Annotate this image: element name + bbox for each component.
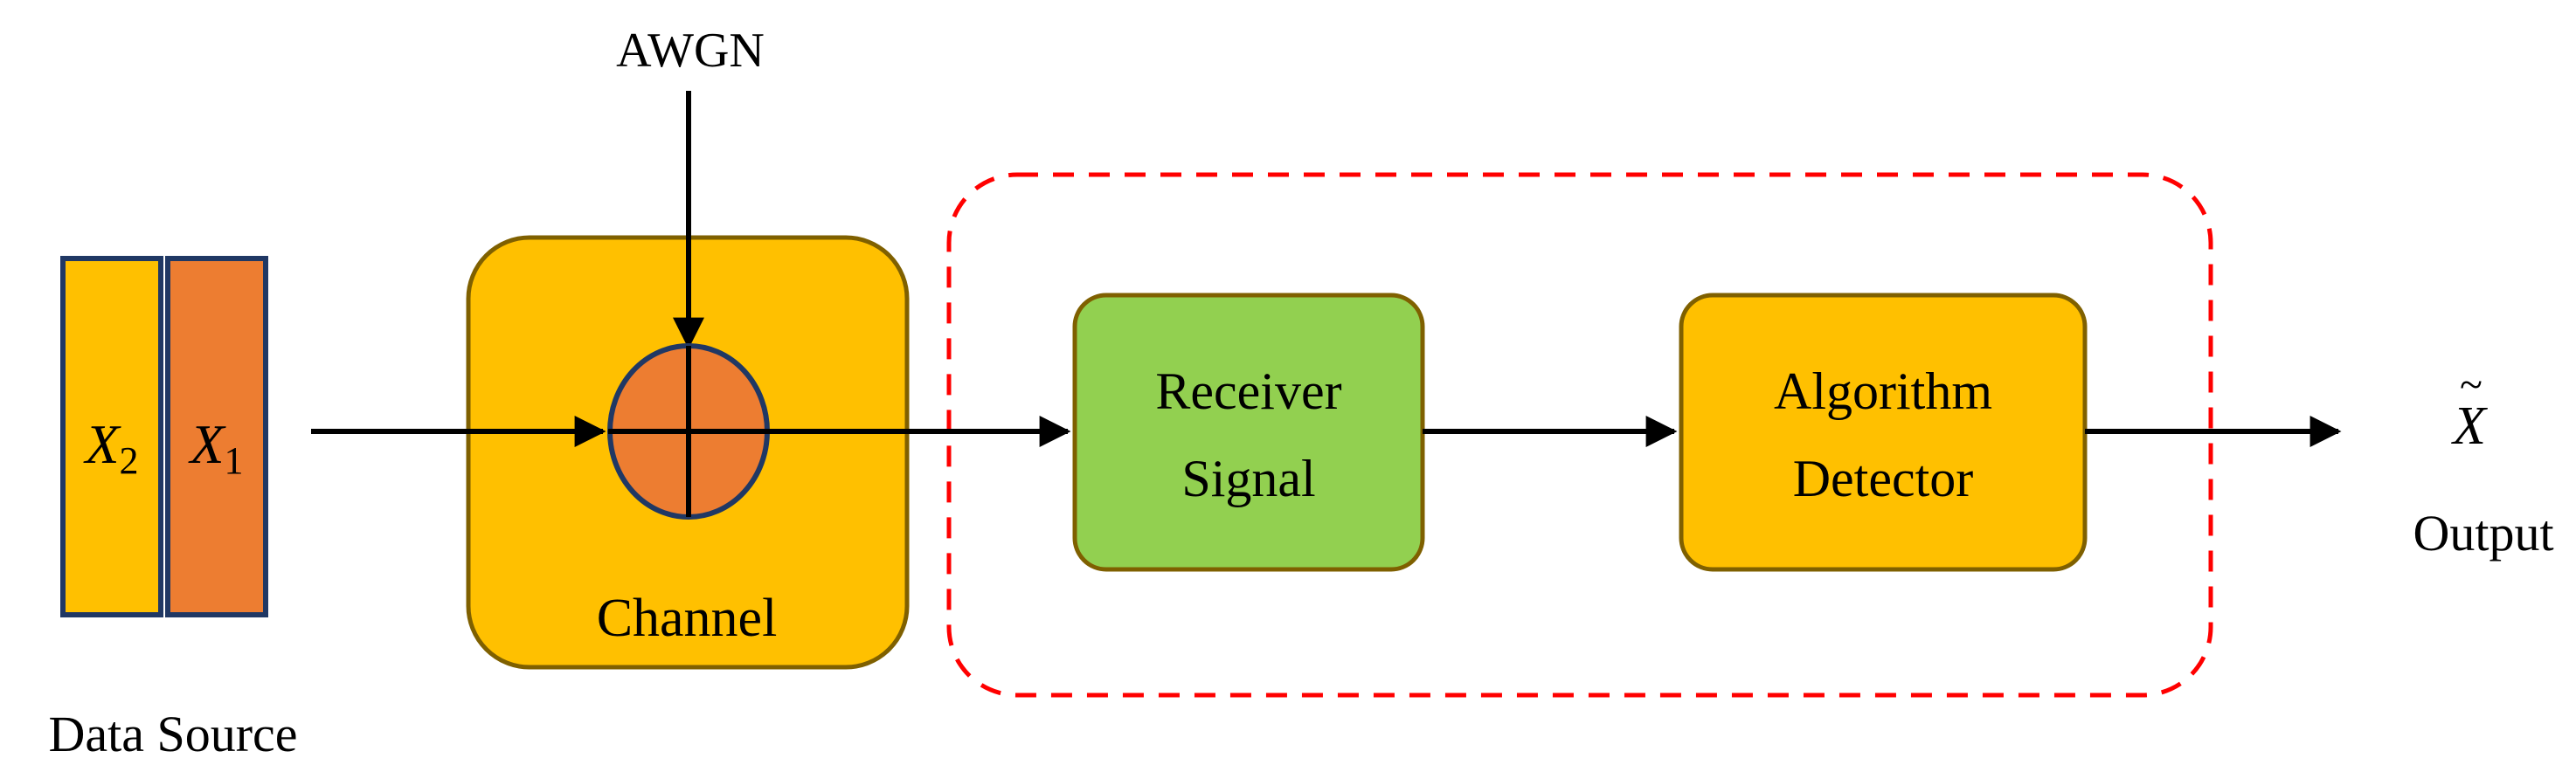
- receiver-label-line2: Signal: [1181, 450, 1315, 507]
- channel-label: Channel: [597, 589, 778, 648]
- data-source-label: Data Source: [48, 706, 297, 762]
- detector-label-line2: Detector: [1793, 450, 1974, 507]
- output-label: Output: [2413, 505, 2553, 562]
- data-source-x2-bar: [60, 256, 163, 617]
- algorithm-detector-block: [1679, 293, 2088, 572]
- awgn-label: AWGN: [616, 24, 765, 78]
- x2-symbol: X2: [82, 413, 138, 482]
- detector-label-line1: Algorithm: [1774, 362, 1992, 420]
- receiver-signal-block: [1072, 293, 1425, 572]
- x1-symbol: X1: [187, 413, 243, 482]
- output-symbol: X: [2450, 396, 2488, 456]
- receiver-label-line1: Receiver: [1155, 362, 1341, 420]
- output-symbol-tilde: ~: [2460, 362, 2483, 408]
- data-source-x1-bar: [165, 256, 268, 617]
